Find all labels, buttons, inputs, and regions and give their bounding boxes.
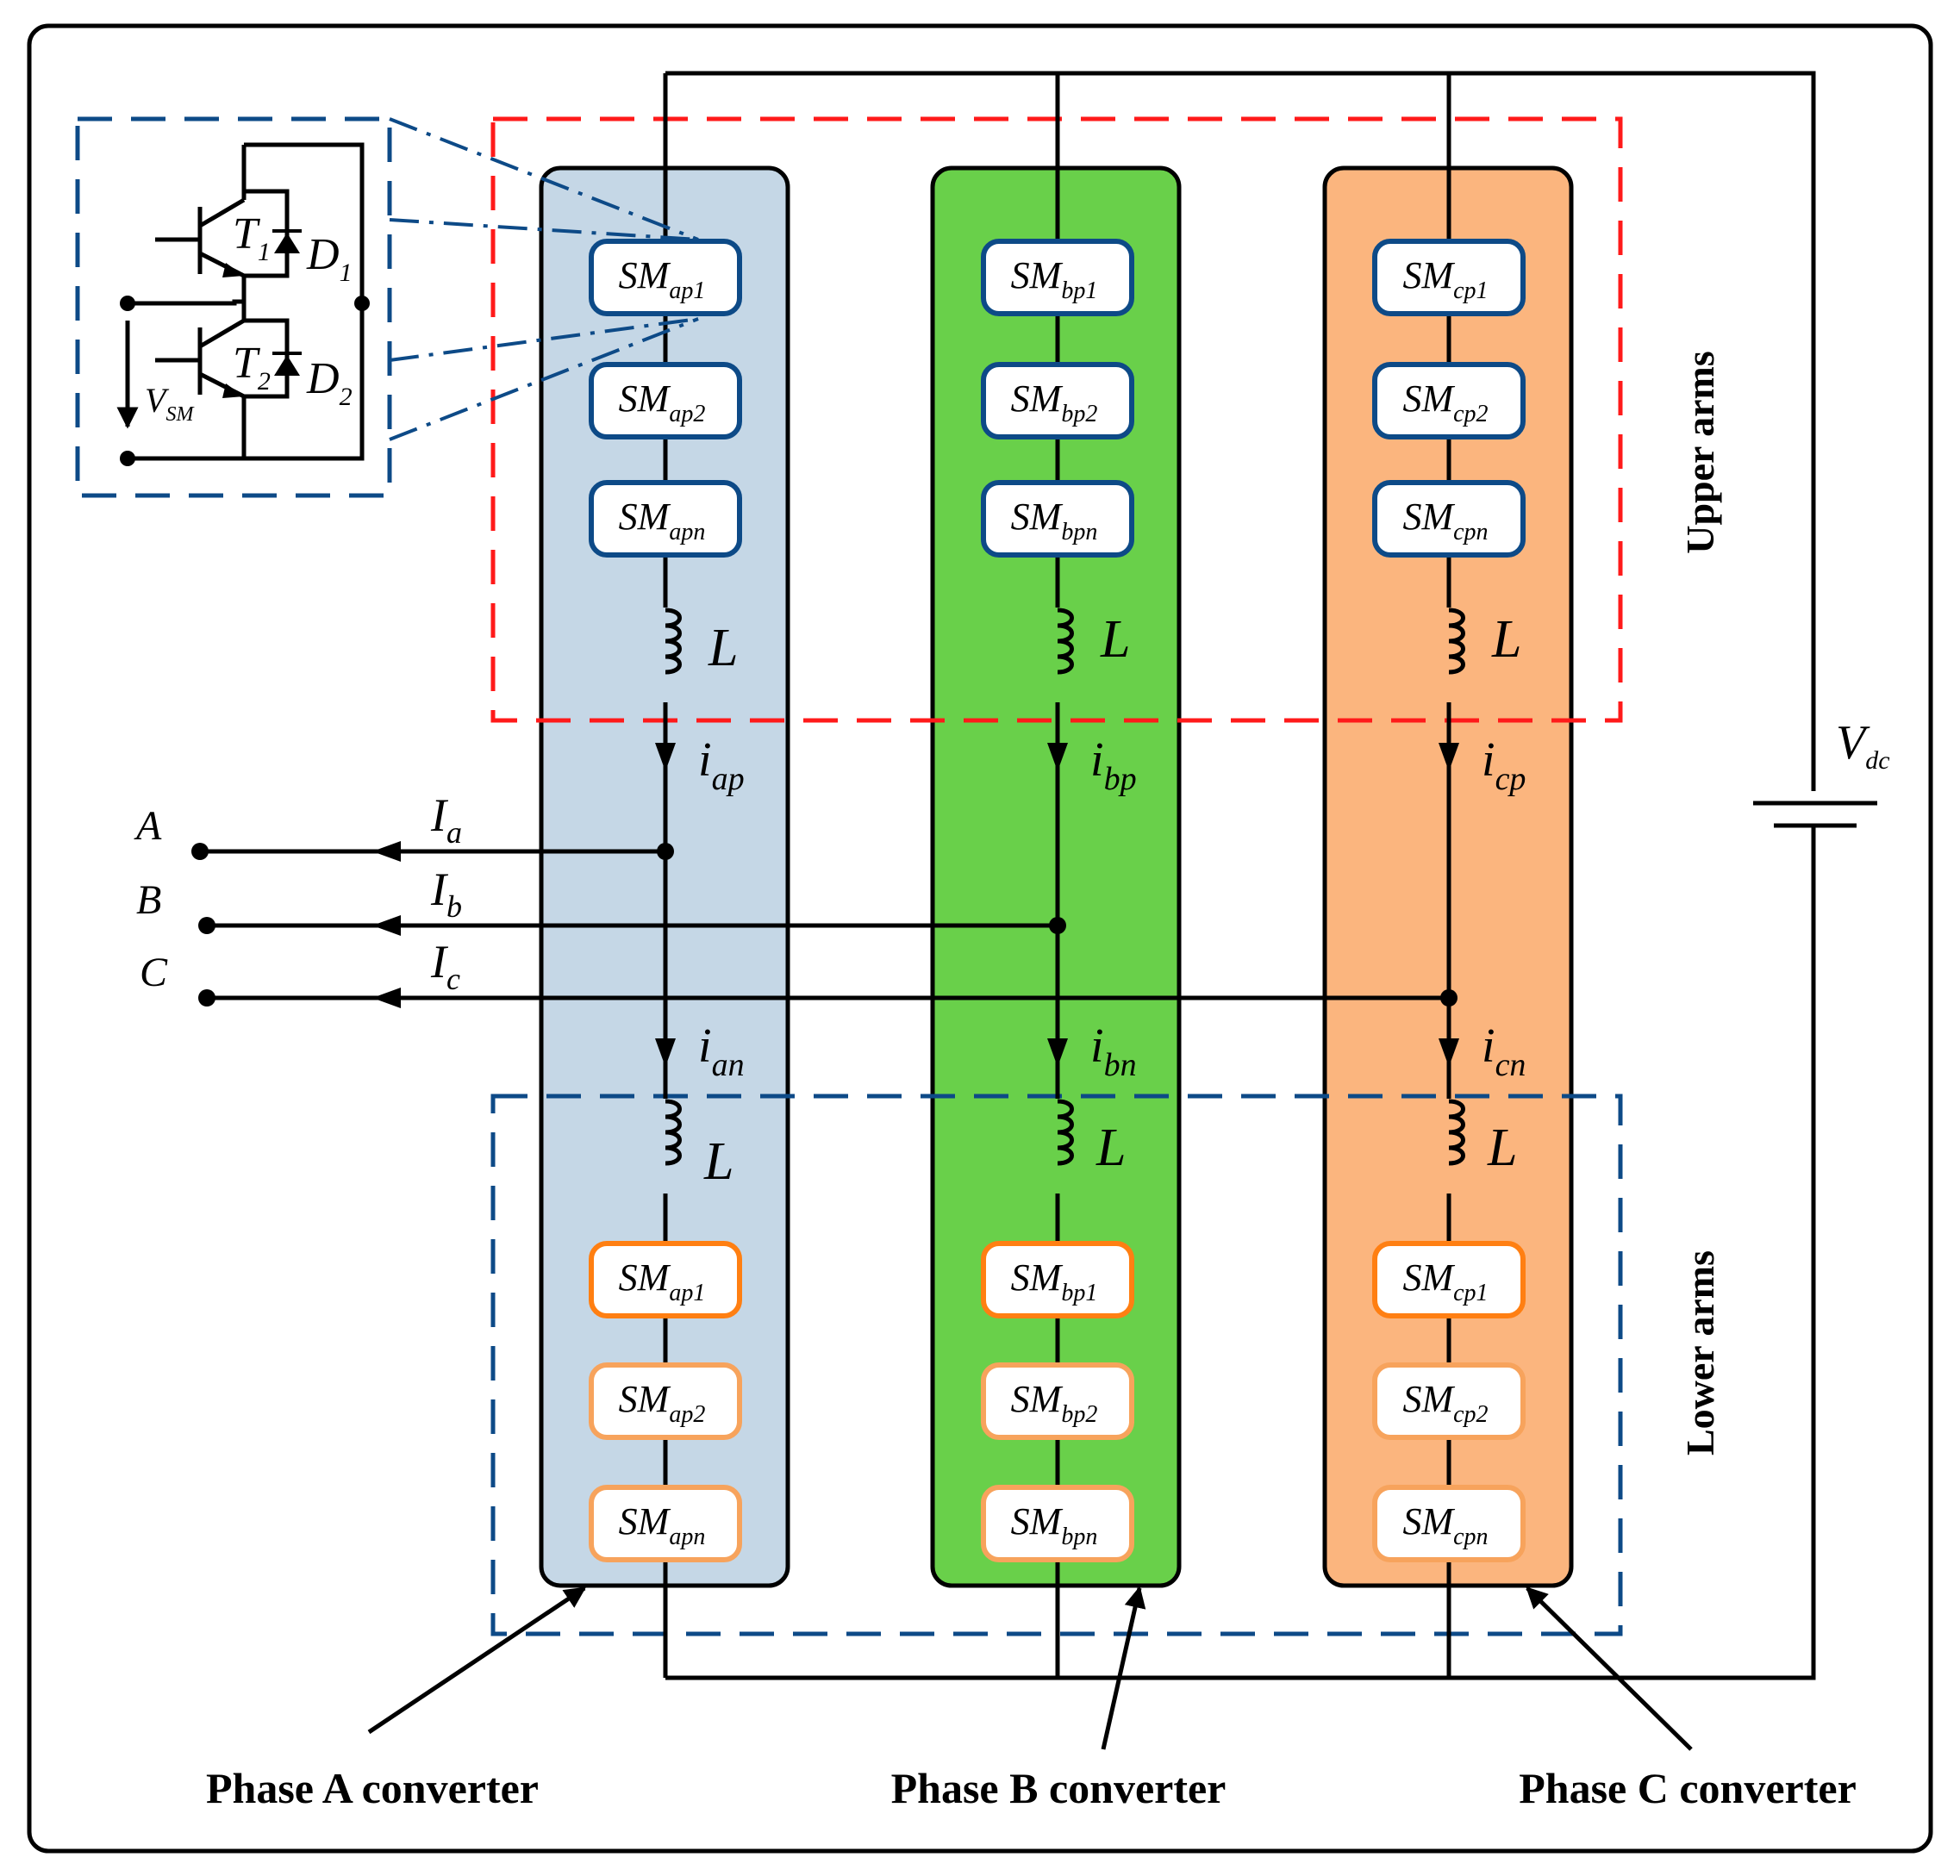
- lower-current-label-a: ian: [698, 1019, 745, 1083]
- sm-label: SMap2: [619, 1378, 706, 1428]
- phase-a-label: Phase A converter: [206, 1764, 539, 1812]
- t1-label: T1: [233, 209, 271, 266]
- submodule-detail: T1 D1 T2 D2 VSM: [75, 116, 699, 498]
- upper-inductor-a: [665, 608, 682, 675]
- lower-sm-c-1: SMcp1: [1372, 1241, 1526, 1318]
- upper-sm-a-1: SMap1: [589, 239, 742, 316]
- outer-frame: [27, 23, 1933, 1854]
- upper-inductor-label-a: L: [708, 619, 738, 677]
- lower-sm-a-3: SMapn: [589, 1485, 742, 1562]
- lower-arms-label: Lower arms: [1678, 1250, 1722, 1455]
- upper-arms-label: Upper arms: [1678, 351, 1722, 554]
- sm-label: SMcp1: [1402, 254, 1488, 304]
- sm-label: SMcp2: [1402, 377, 1488, 427]
- sm-label: SMbpn: [1011, 495, 1098, 545]
- ac-terminal-b: B Ib: [136, 863, 1066, 936]
- ac-current-label-a: Ia: [430, 789, 462, 850]
- lower-sm-c-2: SMcp2: [1372, 1362, 1526, 1440]
- phase-labels: Phase A converter Phase B converter Phas…: [206, 1586, 1857, 1812]
- lower-inductor-c: [1448, 1099, 1465, 1166]
- lower-inductor-label-c: L: [1487, 1119, 1517, 1177]
- lower-sm-b-1: SMbp1: [981, 1241, 1134, 1318]
- upper-current-label-c: icp: [1482, 733, 1526, 797]
- ac-terminal-label-a: A: [134, 803, 162, 849]
- ac-current-label-b: Ib: [430, 863, 462, 924]
- sm-label: SMapn: [619, 1500, 706, 1550]
- phase-b-label: Phase B converter: [891, 1764, 1227, 1812]
- lower-inductor-label-b: L: [1095, 1119, 1126, 1177]
- sm-label: SMap1: [619, 254, 706, 304]
- dc-bus: [665, 71, 1877, 1680]
- sm-label: SMcp1: [1402, 1256, 1488, 1306]
- upper-inductor-label-c: L: [1491, 610, 1521, 669]
- upper-inductor-c: [1448, 608, 1465, 675]
- sm-label: SMcpn: [1402, 1500, 1488, 1550]
- upper-sm-c-3: SMcpn: [1372, 480, 1526, 558]
- upper-sm-a-2: SMap2: [589, 362, 742, 439]
- sm-label: SMap2: [619, 377, 706, 427]
- d2-label: D2: [306, 354, 353, 411]
- upper-current-label-b: ibp: [1090, 733, 1137, 797]
- ac-terminal-label-c: C: [140, 950, 168, 995]
- ac-terminal-label-b: B: [136, 877, 161, 923]
- d1-label: D1: [306, 230, 353, 287]
- lower-inductor-b: [1057, 1099, 1074, 1166]
- lower-sm-a-1: SMap1: [589, 1241, 742, 1318]
- ac-terminal-lines: A IaB IbC Ic: [134, 789, 1458, 1008]
- upper-sm-a-3: SMapn: [589, 480, 742, 558]
- upper-sm-c-1: SMcp1: [1372, 239, 1526, 316]
- sm-label: SMcp2: [1402, 1378, 1488, 1428]
- sm-label: SMbpn: [1011, 1500, 1098, 1550]
- t2-label: T2: [233, 339, 271, 396]
- sm-label: SMbp2: [1011, 377, 1098, 427]
- sm-label: SMap1: [619, 1256, 706, 1306]
- lower-current-label-c: icn: [1482, 1019, 1526, 1083]
- lower-sm-c-3: SMcpn: [1372, 1485, 1526, 1562]
- upper-inductor-label-b: L: [1100, 610, 1130, 669]
- upper-sm-b-3: SMbpn: [981, 480, 1134, 558]
- upper-current-label-a: iap: [698, 733, 745, 797]
- submodule-detail-box: [75, 116, 392, 498]
- sm-label: SMbp1: [1011, 1256, 1098, 1306]
- vdc-label: Vdc: [1836, 716, 1890, 775]
- upper-sm-b-1: SMbp1: [981, 239, 1134, 316]
- sm-label: SMbp1: [1011, 254, 1098, 304]
- lower-sm-b-2: SMbp2: [981, 1362, 1134, 1440]
- lower-inductor-a: [665, 1099, 682, 1166]
- phase-c-label: Phase C converter: [1519, 1764, 1857, 1812]
- upper-sm-c-2: SMcp2: [1372, 362, 1526, 439]
- sm-label: SMbp2: [1011, 1378, 1098, 1428]
- lower-inductor-label-a: L: [703, 1132, 733, 1191]
- submodules: SMap1SMap2SMapnSMap1SMap2SMapnSMbp1SMbp2…: [589, 239, 1526, 1562]
- arm-inductors: [662, 608, 1465, 1194]
- upper-sm-b-2: SMbp2: [981, 362, 1134, 439]
- lower-sm-a-2: SMap2: [589, 1362, 742, 1440]
- ac-terminal-c: C Ic: [140, 936, 1458, 1008]
- vsm-label: VSM: [145, 381, 195, 426]
- arm-currents: iap ian ibp ibn icp icn: [655, 733, 1526, 1083]
- lower-sm-b-3: SMbpn: [981, 1485, 1134, 1562]
- sm-label: SMcpn: [1402, 495, 1488, 545]
- inductor-labels: L L L L L L: [703, 610, 1521, 1191]
- lower-current-label-b: ibn: [1090, 1019, 1137, 1083]
- ac-terminal-a: A Ia: [134, 789, 674, 862]
- ac-current-label-c: Ic: [430, 936, 460, 996]
- upper-inductor-b: [1057, 608, 1074, 675]
- sm-label: SMapn: [619, 495, 706, 545]
